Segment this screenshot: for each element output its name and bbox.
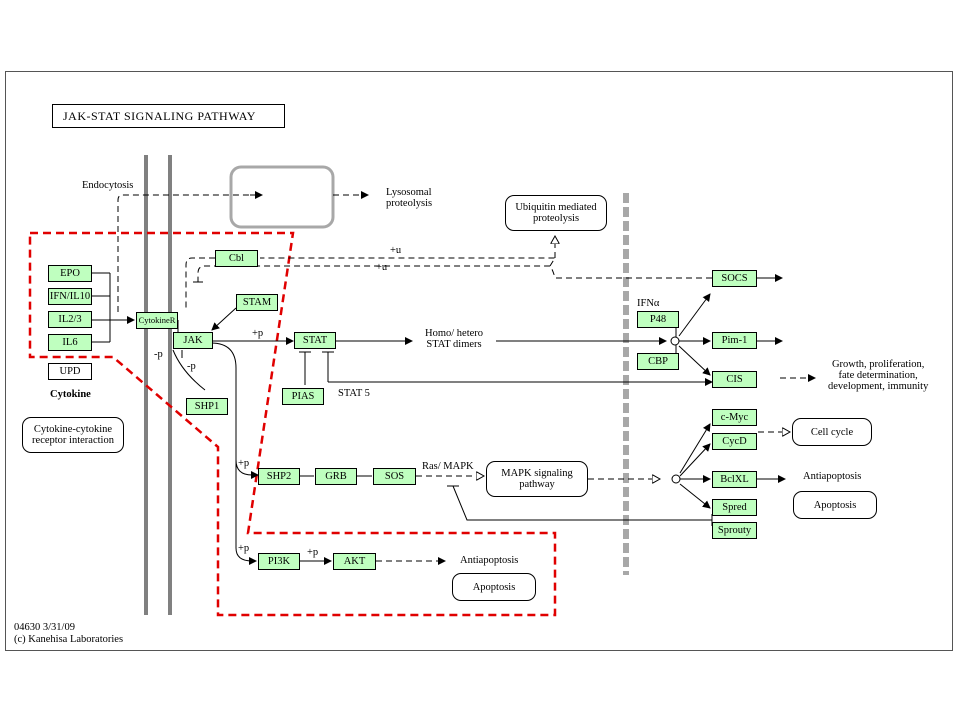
map-apoptosis-akt[interactable]: Apoptosis [452,573,536,601]
label-growth-outcomes: Growth, proliferation, fate determinatio… [828,359,929,392]
endosome-box [229,165,335,229]
gene-cytokine-receptor[interactable]: CytokineR [136,312,178,329]
gene-cbl[interactable]: Cbl [215,250,258,267]
footer-map-id: 04630 3/31/09 [14,622,75,633]
label-antiapoptosis-akt: Antiapoptosis [460,555,519,566]
gene-shp1[interactable]: SHP1 [186,398,228,415]
gene-stam[interactable]: STAM [236,294,278,311]
diagram-frame [5,71,953,651]
label-stat-dimers: Homo/ hetero STAT dimers [425,328,484,350]
gene-upd[interactable]: UPD [48,363,92,380]
gene-il2-3[interactable]: IL2/3 [48,311,92,328]
map-ubiquitin-proteolysis[interactable]: Ubiquitin mediated proteolysis [505,195,607,231]
gene-ifn-il10[interactable]: IFN/IL10 [48,288,92,305]
label-ubiquitination-1: +u [390,245,402,256]
gene-grb[interactable]: GRB [315,468,357,485]
gene-cycd[interactable]: CycD [712,433,757,450]
gene-socs[interactable]: SOCS [712,270,757,287]
label-cytokine: Cytokine [50,389,91,400]
gene-cbp[interactable]: CBP [637,353,679,370]
label-ifn-alpha: IFNα [637,298,660,309]
label-ras-mapk: Ras/ MAPK [422,461,474,472]
gene-c-myc[interactable]: c-Myc [712,409,757,426]
gene-pias[interactable]: PIAS [282,388,324,405]
gene-cis[interactable]: CIS [712,371,757,388]
label-phosphorylation-akt: +p [307,547,319,558]
label-phosphorylation-pi3k: +p [238,543,250,554]
map-cell-cycle[interactable]: Cell cycle [792,418,872,446]
gene-shp2[interactable]: SHP2 [258,468,300,485]
gene-pi3k[interactable]: PI3K [258,553,300,570]
label-endocytosis: Endocytosis [82,180,134,191]
gene-bclxl[interactable]: BclXL [712,471,757,488]
label-lysosomal-proteolysis: Lysosomal proteolysis [386,187,433,209]
gene-sos[interactable]: SOS [373,468,416,485]
label-ubiquitination-2: +u [376,262,388,273]
label-stat5: STAT 5 [338,388,370,399]
gene-p48[interactable]: P48 [637,311,679,328]
label-phosphorylation-shp2: +p [238,458,250,469]
label-dephosphorylation-2: -p [187,361,196,372]
label-dephosphorylation-1: -p [154,349,163,360]
gene-sprouty[interactable]: Sprouty [712,522,757,539]
gene-spred[interactable]: Spred [712,499,757,516]
map-cytokine-receptor-interaction[interactable]: Cytokine-cytokine receptor interaction [22,417,124,453]
map-apoptosis-bclxl[interactable]: Apoptosis [793,491,877,519]
gene-pim1[interactable]: Pim-1 [712,332,757,349]
gene-akt[interactable]: AKT [333,553,376,570]
gene-stat[interactable]: STAT [294,332,336,349]
footer-credit: (c) Kanehisa Laboratories [14,634,124,645]
highlight-region [28,231,557,617]
map-mapk-signaling[interactable]: MAPK signaling pathway [486,461,588,497]
gene-il6[interactable]: IL6 [48,334,92,351]
gene-epo[interactable]: EPO [48,265,92,282]
label-antiapoptosis-bclxl: Antiapoptosis [803,471,862,482]
gene-jak[interactable]: JAK [173,332,213,349]
label-phosphorylation-stat: +p [252,328,264,339]
page-title: JAK-STAT SIGNALING PATHWAY [52,104,285,128]
